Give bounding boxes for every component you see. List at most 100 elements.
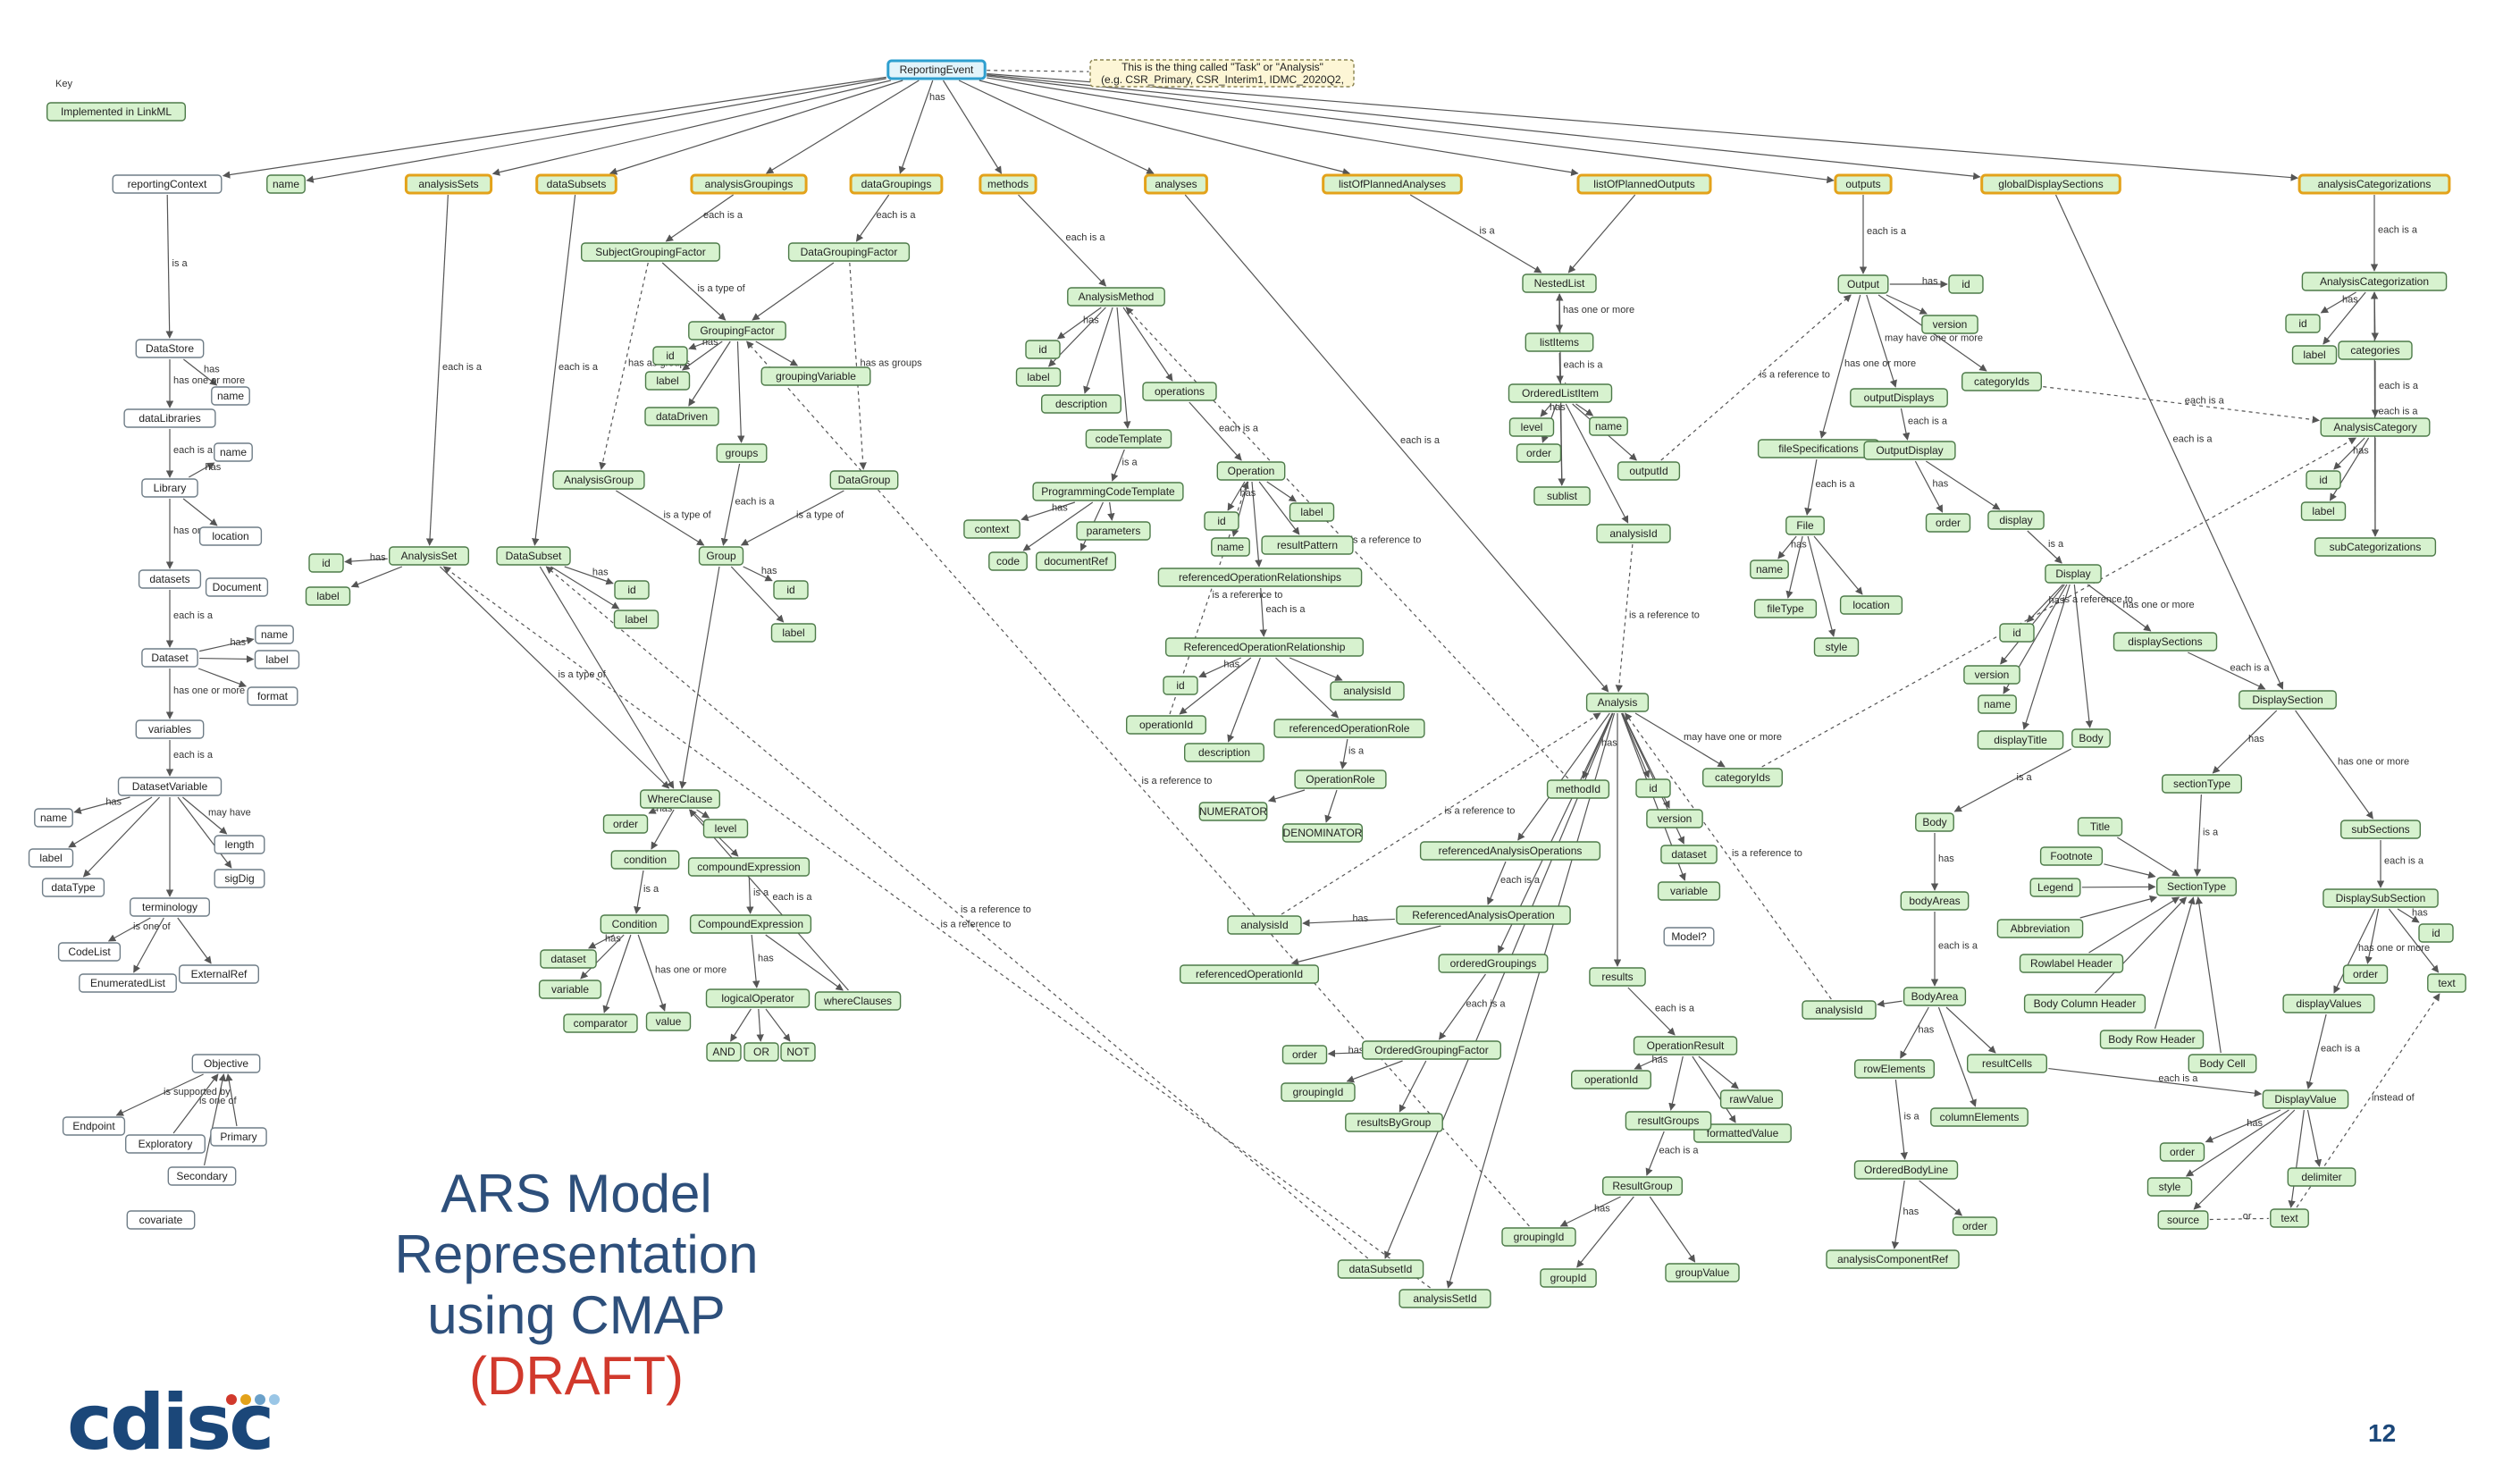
edge-lib-lib-loc: [182, 498, 218, 526]
edge-t-analysissets-aset: [425, 194, 449, 546]
node-box: [1633, 1036, 1738, 1055]
node-od-ord: order: [1925, 513, 1971, 533]
node-label: name: [1984, 698, 2011, 711]
edge-dg-grp: [740, 490, 844, 546]
edge-dsv-dsv-name: [73, 796, 130, 814]
node-label: style: [1826, 641, 1848, 653]
edge-an-an-asid: [1446, 712, 1616, 1289]
node-box: [1198, 802, 1268, 821]
edge-root-t-reportingcontext: [222, 76, 886, 179]
node-st-rowlabelheader: Rowlabel Header: [2019, 954, 2124, 973]
node-box: [645, 1012, 692, 1031]
edge-dsub-wc: [539, 566, 675, 789]
node-box: [1987, 510, 2045, 530]
node-label: outputs: [1845, 178, 1880, 190]
node-or-raw: rawValue: [1719, 1089, 1784, 1109]
edge-file-f-type: [1785, 535, 1803, 599]
node-gf-dd: dataDriven: [644, 407, 719, 426]
node-box: [1625, 1111, 1712, 1131]
node-label: Output: [1847, 278, 1880, 290]
node-box: [1330, 681, 1405, 701]
node-d-ds: displaySections: [2113, 632, 2218, 652]
node-st-bodycell: Body Cell: [2188, 1054, 2257, 1073]
edge-label: may have: [208, 808, 251, 819]
node-label: OutputDisplay: [1876, 444, 1943, 457]
node-label: SectionType: [2167, 880, 2226, 893]
node-label: dataSubsetId: [1349, 1263, 1413, 1275]
node-box: [1863, 441, 1956, 460]
node-label: displayTitle: [1994, 734, 2047, 746]
node-st-legend: Legend: [2029, 878, 2081, 897]
edge-op-ror-ror: [1259, 587, 1267, 637]
node-box: [1921, 315, 1978, 334]
node-box: [124, 1134, 206, 1154]
node-label: analysisId: [1343, 685, 1390, 697]
node-box: [2287, 1167, 2356, 1187]
node-st-abbreviation: Abbreviation: [1996, 919, 2084, 938]
edge-rg-rg-grp: [1576, 1196, 1634, 1268]
node-box: [614, 580, 650, 600]
edge-label: is a: [2048, 539, 2064, 550]
edge-an-asid-aset: [442, 566, 1431, 1289]
node-box: [1281, 1082, 1356, 1102]
node-label: id: [1217, 515, 1225, 527]
node-dsub: DataSubset: [496, 546, 571, 566]
logo-dot-gold: [240, 1394, 251, 1405]
edge-an-an-id: [1621, 712, 1650, 778]
node-box: [702, 819, 749, 838]
edge-sgf-gf: [661, 262, 727, 321]
node-label: order: [1526, 447, 1551, 459]
node-wc-ord: order: [602, 814, 649, 834]
edge-am-ct-pct: [1111, 449, 1125, 482]
node-label: Body Column Header: [2034, 997, 2137, 1010]
edge-out-out-od: [1866, 294, 1897, 388]
node-box: [126, 1210, 196, 1230]
edge-or-n-or-raw: [1698, 1055, 1739, 1089]
node-and: AND: [706, 1042, 742, 1062]
node-label: order: [1936, 517, 1961, 529]
node-box: [1853, 1160, 1959, 1180]
node-label: groupId: [1550, 1272, 1587, 1284]
node-box: [705, 988, 811, 1008]
node-label: Display: [2055, 568, 2090, 580]
node-label: Title: [2090, 820, 2111, 833]
node-label: label: [316, 590, 339, 602]
node-box: [1576, 173, 1712, 195]
node-box: [2039, 846, 2104, 866]
node-dsub-lbl: label: [613, 610, 659, 629]
node-dset: Dataset: [141, 648, 198, 668]
node-box: [2427, 973, 2466, 993]
node-box: [2019, 954, 2124, 973]
node-box: [1035, 551, 1116, 571]
edge-gf-gf-grp: [736, 341, 745, 443]
node-box: [1966, 1054, 2047, 1073]
edge-aset-aset-lbl: [350, 566, 403, 588]
node-pct-par: parameters: [1076, 521, 1151, 541]
node-box: [1635, 778, 1671, 798]
node-ac-lbl: label: [2300, 501, 2347, 521]
node-grp: Group: [698, 546, 744, 566]
node-dsv-type: dataType: [41, 878, 105, 897]
node-oli-lvl: level: [1508, 417, 1555, 437]
edge-label: is a: [1122, 458, 1138, 468]
node-an-og: orderedGroupings: [1438, 954, 1549, 973]
edge-gf-gf-dd: [688, 341, 731, 407]
node-label: label: [39, 852, 62, 864]
edge-acat-ac-lbl: [2329, 437, 2370, 501]
edge-label: is one of: [133, 921, 172, 932]
node-label: ExternalRef: [191, 968, 248, 980]
edge-label: may have one or more: [1885, 333, 1983, 344]
edge-label: has: [204, 365, 220, 375]
edge-dsv-dsv-len: [182, 796, 228, 835]
edge-dset-dset-fmt: [197, 668, 247, 688]
edge-wcs-wc: [689, 809, 849, 991]
node-oli: OrderedListItem: [1508, 383, 1613, 403]
node-box: [46, 102, 187, 122]
node-label: Document: [213, 581, 262, 593]
node-label: AnalysisMethod: [1079, 290, 1155, 303]
edge-ba-cell-dv: [2048, 1067, 2263, 1097]
node-f-style: style: [1813, 637, 1860, 657]
node-box: [79, 973, 177, 993]
node-label: File: [1796, 519, 1814, 532]
node-label: displaySections: [2128, 635, 2202, 648]
